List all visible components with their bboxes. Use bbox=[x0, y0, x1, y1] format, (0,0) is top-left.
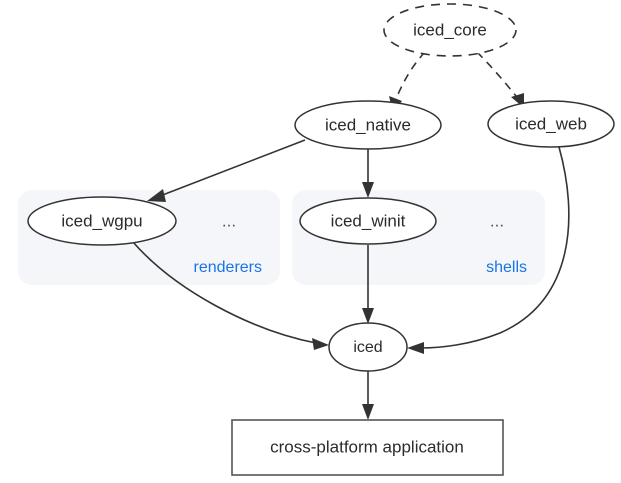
edge-iced-to-application bbox=[362, 371, 374, 420]
node-iced-shape[interactable] bbox=[328, 322, 408, 372]
node-iced[interactable]: iced bbox=[328, 322, 408, 372]
shells-more-ellipsis: ... bbox=[490, 211, 504, 230]
node-iced-web[interactable]: iced_web bbox=[487, 100, 615, 148]
node-iced-label: iced bbox=[353, 339, 382, 356]
edge-iced-to-application-arrowhead bbox=[362, 404, 374, 420]
node-application-shape[interactable] bbox=[231, 419, 504, 476]
edge-web-to-iced bbox=[407, 146, 570, 354]
node-iced-web-label: iced_web bbox=[515, 114, 587, 133]
edge-core-to-native-path bbox=[395, 51, 426, 100]
node-iced-winit[interactable]: iced_winit bbox=[299, 197, 437, 245]
renderers-more-ellipsis: ... bbox=[222, 211, 236, 230]
node-iced-winit-label: iced_winit bbox=[331, 211, 406, 230]
node-iced-native-shape[interactable] bbox=[294, 100, 442, 150]
node-iced-core-label: iced_core bbox=[413, 20, 487, 39]
edge-winit-to-iced-arrowhead bbox=[362, 308, 374, 324]
edge-wgpu-to-iced bbox=[132, 241, 329, 350]
node-iced-core[interactable]: iced_core bbox=[383, 3, 517, 57]
node-iced-wgpu-label: iced_wgpu bbox=[61, 211, 142, 230]
node-iced-winit-shape[interactable] bbox=[299, 197, 437, 245]
edge-native-to-wgpu bbox=[147, 139, 306, 202]
node-iced-wgpu[interactable]: iced_wgpu bbox=[27, 196, 177, 246]
edge-native-to-winit bbox=[362, 149, 374, 198]
edge-web-to-iced-path bbox=[419, 146, 570, 349]
edge-wgpu-to-iced-path bbox=[132, 241, 317, 344]
edge-web-to-iced-arrowhead bbox=[407, 342, 424, 354]
edge-wgpu-to-iced-arrowhead bbox=[312, 338, 329, 350]
edge-core-to-web bbox=[476, 51, 524, 108]
edge-core-to-web-path bbox=[476, 51, 517, 97]
node-application[interactable]: cross-platform application bbox=[231, 419, 504, 476]
node-iced-wgpu-shape[interactable] bbox=[27, 196, 177, 246]
edge-native-to-wgpu-arrowhead bbox=[147, 189, 166, 202]
node-iced-native-label: iced_native bbox=[325, 115, 411, 134]
edge-native-to-wgpu-path bbox=[159, 139, 306, 197]
edge-winit-to-iced bbox=[362, 245, 374, 324]
edge-native-to-winit-arrowhead bbox=[362, 182, 374, 198]
node-iced-web-shape[interactable] bbox=[487, 100, 615, 148]
node-application-label: cross-platform application bbox=[270, 437, 464, 456]
node-iced-core-shape[interactable] bbox=[383, 3, 517, 57]
cluster-shells-label: shells bbox=[486, 259, 527, 276]
cluster-renderers-label: renderers bbox=[194, 259, 262, 276]
node-iced-native[interactable]: iced_native bbox=[294, 100, 442, 150]
